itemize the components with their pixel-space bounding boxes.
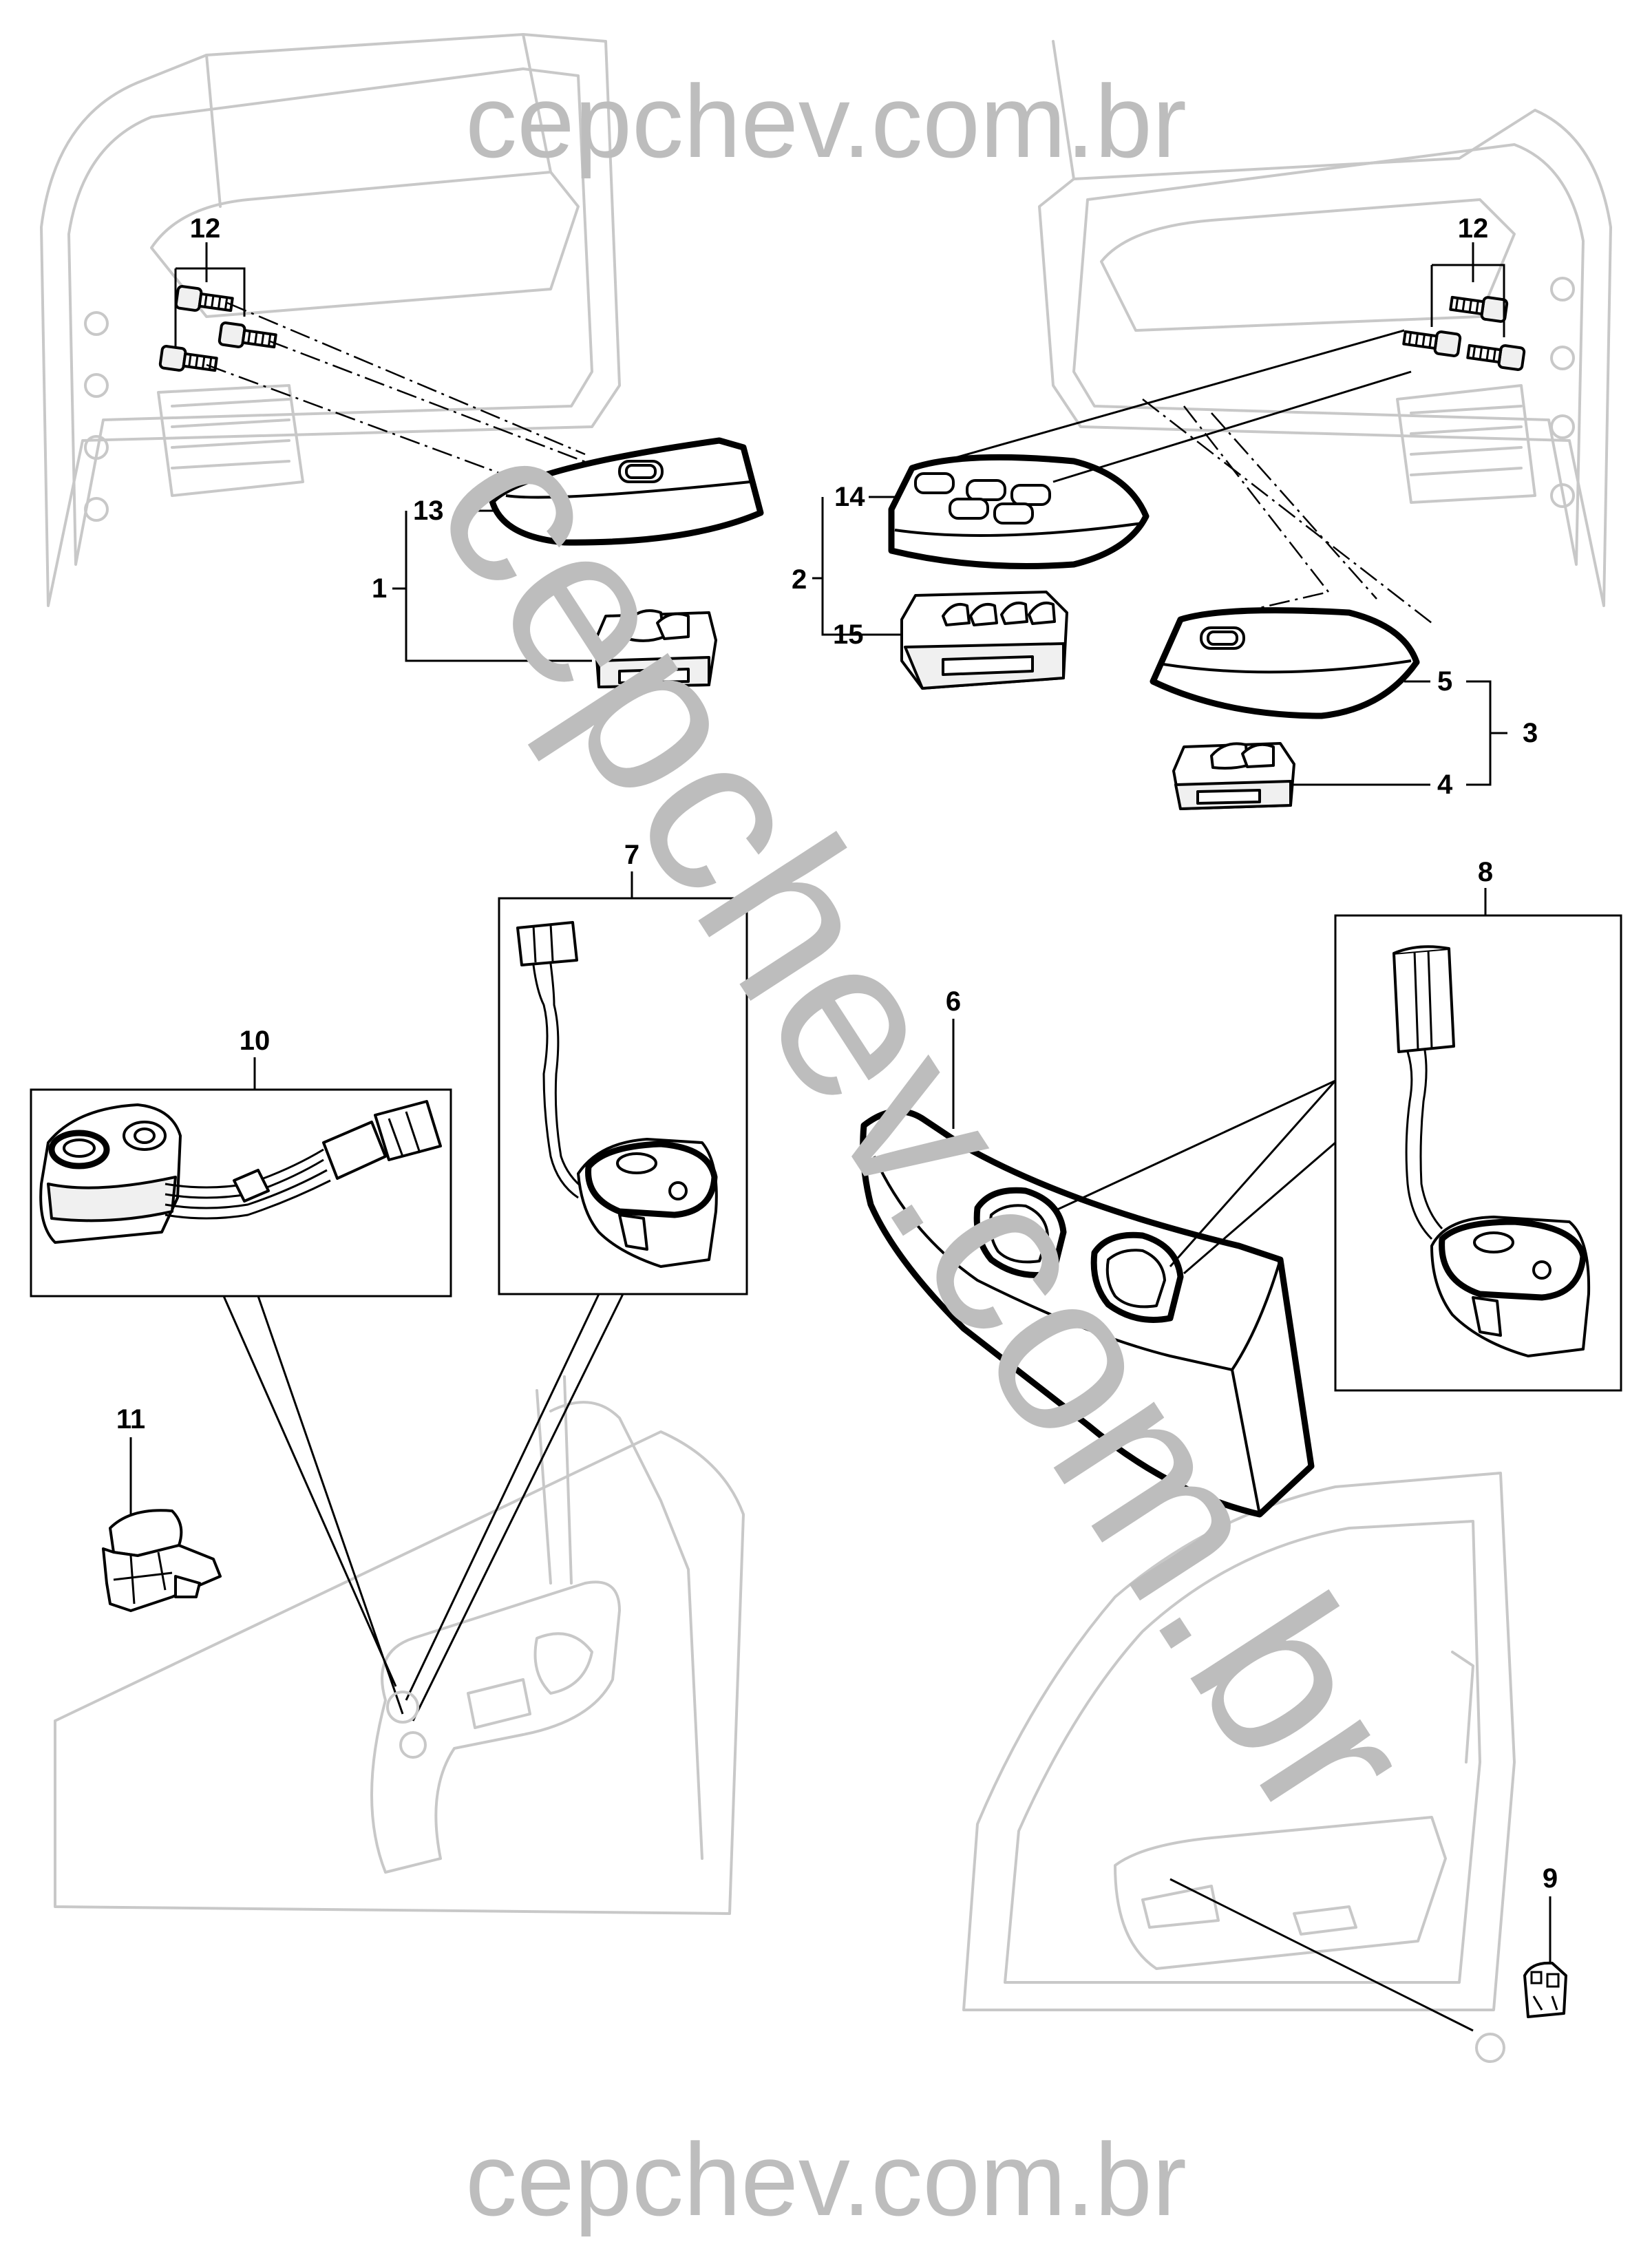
switch-module-single-right: [1172, 742, 1295, 810]
callout-10: 10: [240, 1026, 271, 1056]
small-switch-part-9: [1523, 1961, 1567, 2018]
detail-box-10: [30, 1088, 452, 1298]
screw-icon: [1466, 343, 1526, 371]
callout-5: 5: [1437, 666, 1452, 697]
callout-7: 7: [624, 840, 639, 870]
bracket-1: [392, 511, 592, 662]
callout-12-left: 12: [190, 213, 221, 244]
clip-part-11: [102, 1509, 222, 1612]
ghost-door-bottom-left: [54, 1375, 745, 1915]
switch-bezel-single-right: [1150, 607, 1420, 719]
callout-2: 2: [792, 564, 807, 595]
callout-13: 13: [413, 496, 444, 526]
callout-12-right: 12: [1458, 213, 1489, 244]
screw-icon: [218, 321, 277, 349]
harness-switch-7: [516, 921, 718, 1268]
door-switch-location: [386, 1691, 427, 1759]
callout-8: 8: [1478, 857, 1493, 887]
switch-bezel-double: [860, 1108, 1315, 1518]
switch-bezel-quad: [888, 454, 1150, 569]
leader-9-to-door: [1169, 1878, 1474, 2032]
leader-10-to-door: [222, 1295, 404, 1715]
callout-6: 6: [946, 986, 961, 1017]
leader-8-to-6: [1052, 1079, 1337, 1275]
bracket-2: [812, 497, 895, 636]
switch-module-single-left: [594, 609, 717, 688]
detail-box-8: [1334, 914, 1622, 1392]
switch-module-quad: [900, 591, 1068, 690]
screw-icon: [158, 345, 218, 372]
screw-icon: [174, 285, 234, 313]
screw-set-left: [158, 242, 620, 483]
callout-11: 11: [116, 1404, 145, 1434]
leader-7-to-door: [405, 1293, 624, 1722]
watermark-top: cepchev.com.br: [465, 63, 1187, 179]
callout-9: 9: [1543, 1863, 1558, 1894]
harness-switch-8: [1392, 945, 1591, 1357]
callout-14: 14: [834, 482, 865, 512]
callout-1: 1: [372, 573, 387, 604]
bracket-3: [1466, 680, 1507, 786]
ghost-door-top-right: [1038, 40, 1612, 607]
screw-set-right: [942, 242, 1526, 624]
callout-4: 4: [1437, 770, 1453, 800]
screw-icon: [1402, 330, 1462, 357]
callout-3: 3: [1523, 718, 1538, 748]
ghost-door-bottom-right: [962, 1472, 1516, 2011]
watermark-bottom: cepchev.com.br: [465, 2121, 1187, 2237]
callout-15: 15: [833, 620, 864, 650]
ghost-door-top-left: [40, 33, 621, 607]
switch-bezel-single-left: [489, 437, 764, 546]
harness-mirror-switch-10: [39, 1100, 442, 1244]
screw-icon: [1449, 295, 1509, 323]
